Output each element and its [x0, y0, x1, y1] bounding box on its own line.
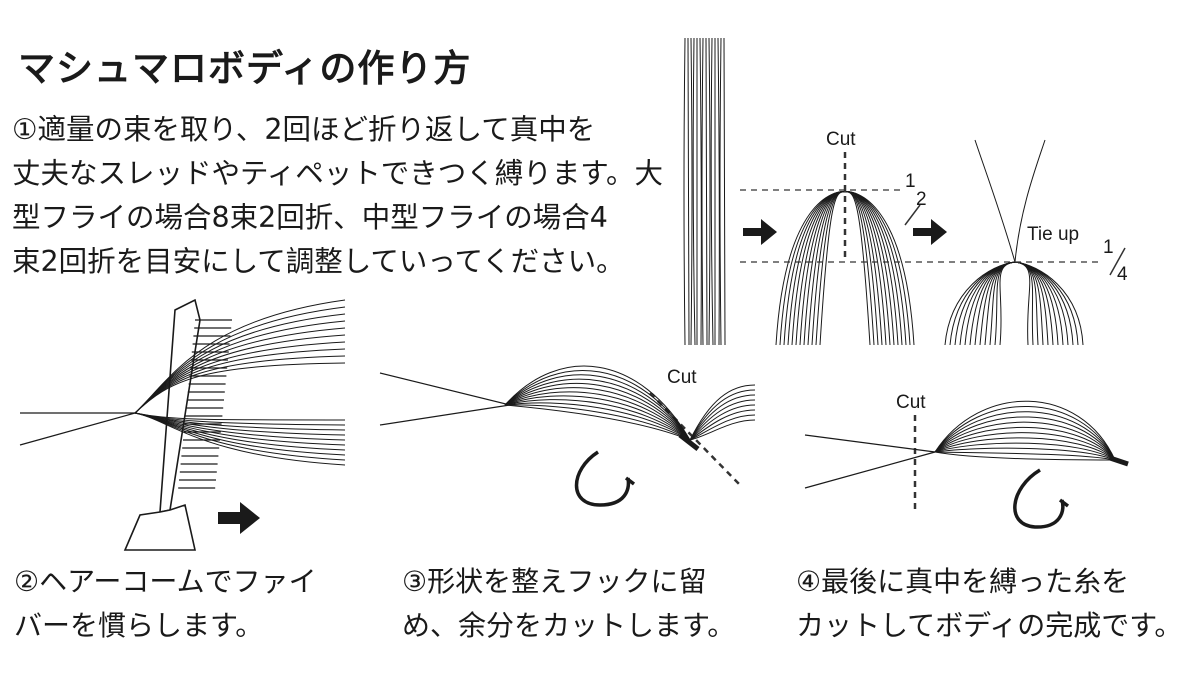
cut-label: Cut: [826, 129, 856, 150]
straight-fiber-bundle: [683, 37, 726, 346]
fraction-half-denominator: 2: [916, 189, 927, 210]
step1-instructions: ①適量の束を取り、2回ほど折り返して真中を 丈夫なスレッドやティペットできつく縛…: [12, 108, 663, 284]
step1-line: 型フライの場合8束2回折、中型フライの場合4: [12, 201, 608, 234]
caption-line: ②ヘアーコームでファイ: [14, 565, 317, 598]
guide-lines: [649, 152, 1100, 510]
cut-label: Cut: [896, 392, 926, 413]
caption-line: バーを慣らします。: [14, 609, 264, 642]
folded-fiber-bundle: [775, 191, 915, 346]
hair-comb: [123, 298, 232, 551]
fraction-quarter-numerator: 1: [1103, 237, 1114, 258]
fly-body: [934, 400, 1129, 467]
arrow-icon: [218, 502, 260, 534]
page-title: マシュマロボディの作り方: [18, 47, 472, 90]
step4-caption: ④最後に真中を縛った糸を カットしてボディの完成です。: [796, 560, 1177, 648]
cut-label: Cut: [667, 367, 697, 388]
step2-caption: ②ヘアーコームでファイ バーを慣らします。: [14, 560, 317, 648]
fraction-quarter-denominator: 4: [1117, 264, 1128, 285]
step3-caption: ③形状を整えフックに留 め、余分をカットします。: [402, 560, 735, 648]
caption-line: め、余分をカットします。: [402, 609, 736, 642]
caption-line: カットしてボディの完成です。: [796, 609, 1177, 642]
fly-body: [504, 365, 756, 451]
fraction-half-numerator: 1: [905, 171, 916, 192]
fraction-slash: [904, 204, 921, 226]
arrow-icon: [743, 219, 777, 245]
arrow-icon: [913, 219, 947, 245]
fly-hook-icon: [574, 450, 1070, 529]
step1-line: 束2回折を目安にして調整していってください。: [12, 245, 625, 278]
fiber-strands: [134, 299, 346, 466]
step1-line: 丈夫なスレッドやティペットできつく縛ります。大: [12, 157, 663, 190]
fraction-slash: [1109, 247, 1126, 276]
caption-line: ③形状を整えフックに留: [402, 565, 707, 598]
caption-line: ④最後に真中を縛った糸を: [796, 565, 1130, 598]
tie-up-label: Tie up: [1027, 224, 1079, 245]
step1-line: ①適量の束を取り、2回ほど折り返して真中を: [12, 113, 596, 146]
